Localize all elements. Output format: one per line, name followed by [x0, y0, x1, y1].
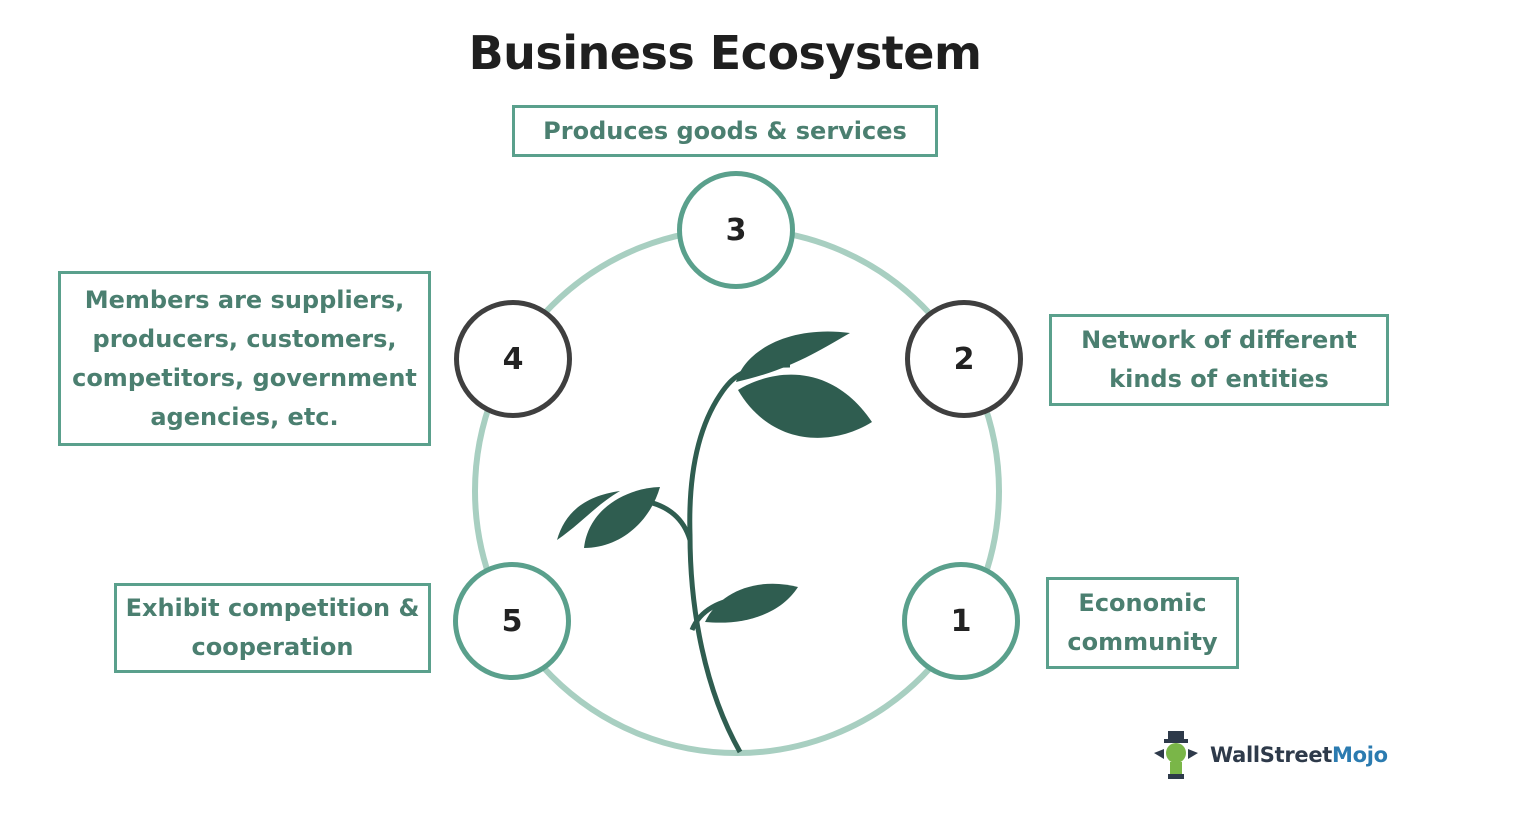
- wallstreetmojo-logo-icon: [1154, 731, 1198, 779]
- step-2-circle: 2: [905, 300, 1023, 418]
- step-1-circle: 1: [902, 562, 1020, 680]
- brand-name-part1: WallStreet: [1210, 743, 1333, 767]
- step-5-text: Exhibit competition & cooperation: [125, 594, 420, 661]
- step-2-text: Network of different kinds of entities: [1081, 326, 1357, 393]
- step-1-label-box: Economic community: [1046, 577, 1239, 669]
- diagram-title: Business Ecosystem: [468, 26, 982, 80]
- step-3-circle: 3: [677, 171, 795, 289]
- step-2-number: 2: [953, 341, 975, 377]
- step-5-number: 5: [501, 603, 523, 639]
- step-5-circle: 5: [453, 562, 571, 680]
- plant-icon: [557, 331, 872, 754]
- brand-name-part2: Mojo: [1332, 743, 1388, 767]
- step-4-number: 4: [502, 341, 524, 377]
- step-4-circle: 4: [454, 300, 572, 418]
- step-4-label-box: Members are suppliers, producers, custom…: [58, 271, 431, 446]
- step-3-number: 3: [725, 212, 747, 248]
- ecosystem-ring: [472, 226, 1002, 756]
- brand-name: WallStreetMojo: [1210, 743, 1388, 767]
- step-4-text: Members are suppliers, producers, custom…: [72, 285, 417, 431]
- brand-logo: WallStreetMojo: [1150, 725, 1388, 785]
- step-3-text: Produces goods & services: [543, 116, 907, 145]
- step-3-label-box: Produces goods & services: [512, 105, 938, 157]
- step-1-number: 1: [950, 603, 972, 639]
- step-5-label-box: Exhibit competition & cooperation: [114, 583, 431, 673]
- step-2-label-box: Network of different kinds of entities: [1049, 314, 1389, 406]
- step-1-text: Economic community: [1067, 589, 1218, 656]
